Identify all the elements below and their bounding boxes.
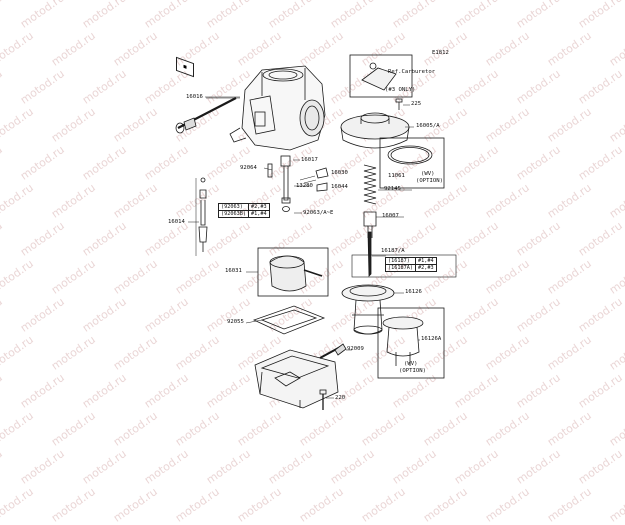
label-16030: 16030 (331, 170, 348, 176)
label-16031: 16031 (225, 268, 242, 274)
label-16014: 16014 (168, 219, 185, 225)
watermark-text: motod.ru (359, 485, 409, 525)
table-cell: #1,#4 (415, 257, 437, 265)
label-92055: 92055 (227, 319, 244, 325)
watermark-text: motod.ru (421, 485, 471, 525)
table-cell: (16187A) (385, 264, 416, 272)
carburetor-body (229, 65, 326, 151)
diaphragm (341, 284, 395, 335)
label-92064: 92064 (240, 165, 257, 171)
float-chamber (254, 349, 339, 409)
needle-table: (16187) #1,#4 (16187A) #2,#3 (385, 257, 437, 272)
screw-225 (395, 98, 403, 110)
exploded-view-drawing (175, 54, 457, 410)
watermark-text: motod.ru (607, 485, 625, 525)
table-cell: #1,#4 (248, 210, 270, 218)
label-16126a: 16126A (421, 336, 442, 342)
ref-carburetor-label: Ref.Carburetor (388, 69, 436, 75)
watermark-text: motod.ru (297, 485, 347, 525)
table-row: (16187A) #2,#3 (385, 264, 437, 272)
table-row: (92063) #2,#3 (218, 203, 270, 211)
diaphragm-option (377, 307, 445, 379)
drain-screw (319, 343, 347, 359)
table-row: (16187) #1,#4 (385, 257, 437, 265)
table-cell: #2,#3 (415, 264, 437, 272)
top-cover (340, 112, 410, 149)
gasket (252, 305, 326, 335)
label-16044: 16044 (331, 184, 348, 190)
watermark-text: motod.ru (235, 485, 285, 525)
label-16017: 16017 (301, 157, 318, 163)
label-11061: 11061 (388, 173, 405, 179)
watermark-text: motod.ru (111, 485, 161, 525)
label-16007: 16007 (382, 213, 399, 219)
pilot-screw (175, 96, 240, 134)
label-220: 220 (335, 395, 346, 401)
jet-needle (351, 211, 457, 278)
watermark-text: motod.ru (545, 485, 595, 525)
label-92009: 92009 (347, 346, 364, 352)
ref-bracket (349, 54, 413, 98)
wv-note-1-option: (OPTION) (416, 178, 443, 184)
needle-jet-column (188, 177, 208, 256)
spring (363, 164, 377, 205)
float-assembly (257, 247, 329, 297)
label-13280: 13280 (296, 183, 313, 189)
table-cell: (92063B) (218, 210, 249, 218)
table-cell: (16187) (385, 257, 416, 265)
wv-note-2: (WV) (404, 361, 418, 367)
wv-note-2-option: (OPTION) (399, 368, 426, 374)
watermark-text: motod.ru (483, 485, 533, 525)
o-ring-option (379, 137, 445, 189)
leader-lines (206, 97, 420, 399)
label-16126: 16126 (405, 289, 422, 295)
watermark-text: motod.ru (49, 485, 99, 525)
jet-table: (92063) #2,#3 (92063B) #1,#4 (218, 203, 270, 218)
ref-note-label: (#3 ONLY) (385, 87, 416, 93)
table-row: (92063B) #1,#4 (218, 210, 270, 218)
table-cell: #2,#3 (248, 203, 270, 211)
label-16016: 16016 (186, 94, 203, 100)
label-92063-ae: 92063/A~E (303, 210, 334, 216)
choke-parts (299, 167, 329, 192)
watermark-text: motod.ru (0, 485, 37, 525)
label-16187a: 16187/A (381, 248, 405, 254)
table-cell: (92063) (218, 203, 249, 211)
label-225: 225 (411, 101, 422, 107)
jet-holder (267, 155, 291, 212)
watermark-text: motod.ru (173, 485, 223, 525)
label-16005a: 16005/A (416, 123, 440, 129)
screw-220 (319, 389, 327, 410)
wv-note-1: (WV) (421, 171, 435, 177)
label-92145: 92145 (384, 186, 401, 192)
figure-code: E1812 (432, 50, 449, 56)
